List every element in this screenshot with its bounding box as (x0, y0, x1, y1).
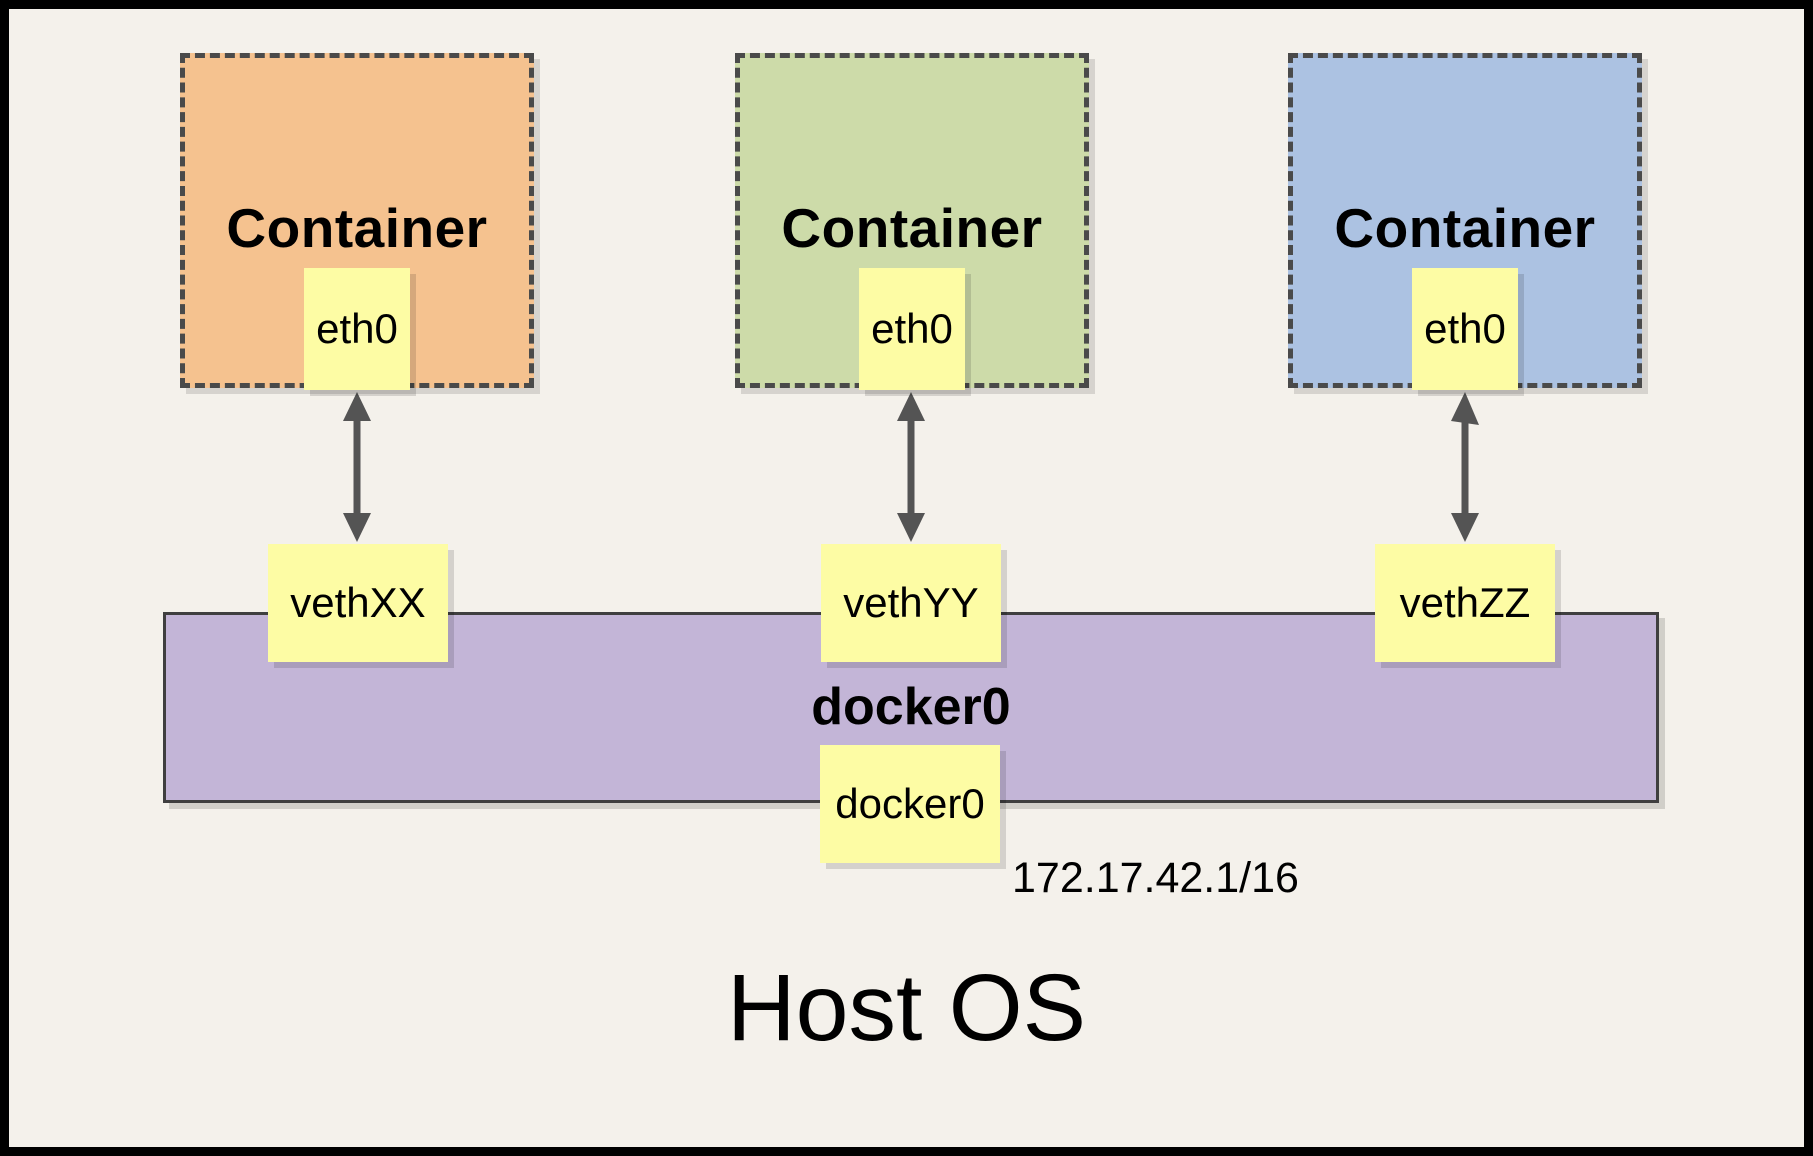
container-title: Container (1334, 197, 1596, 259)
container-box-3: Container eth0 (1288, 53, 1642, 390)
container-box-2: Container eth0 (735, 53, 1089, 390)
eth0-interface-chip: eth0 (304, 268, 410, 390)
host-os-label: Host OS (727, 955, 1086, 1061)
docker0-bridge-label: docker0 (811, 678, 1011, 736)
veth-chip-1: vethXX (268, 544, 448, 662)
container-title: Container (226, 197, 488, 259)
docker0-interface-chip: docker0 (820, 745, 1000, 863)
bidirectional-arrow-icon (897, 392, 925, 542)
bridge-ip-address: 172.17.42.1/16 (1012, 854, 1299, 902)
bidirectional-arrow-icon (343, 392, 371, 542)
eth0-interface-chip: eth0 (1412, 268, 1518, 390)
eth0-interface-chip: eth0 (859, 268, 965, 390)
veth-chip-3: vethZZ (1375, 544, 1555, 662)
container-title: Container (781, 197, 1043, 259)
container-box-1: Container eth0 (180, 53, 534, 390)
bidirectional-arrow-icon (1451, 392, 1479, 542)
veth-chip-2: vethYY (821, 544, 1001, 662)
